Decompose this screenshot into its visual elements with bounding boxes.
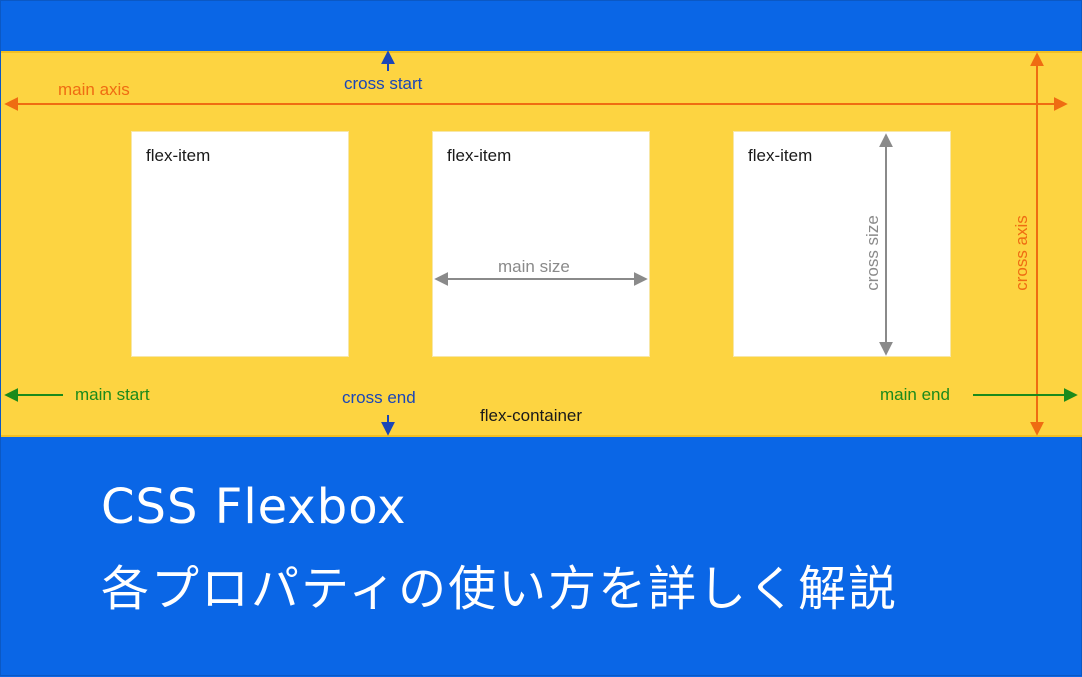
flex-container-label: flex-container (480, 406, 583, 425)
cross-size-label: cross size (863, 215, 882, 291)
flex-item-box-3: flex-item (734, 132, 950, 356)
flex-item-label-1: flex-item (146, 146, 211, 165)
cross-start-label: cross start (344, 74, 423, 93)
flex-item-box-2: flex-item (433, 132, 649, 356)
main-size-label: main size (498, 257, 570, 276)
page-title: CSS Flexbox (101, 479, 407, 535)
main-end-label: main end (880, 385, 950, 404)
page-subtitle: 各プロパティの使い方を詳しく解説 (101, 561, 899, 617)
main-start-label: main start (75, 385, 150, 404)
flex-item-label-3: flex-item (748, 146, 813, 165)
flex-item-box-1: flex-item (132, 132, 348, 356)
main-axis-label: main axis (58, 80, 130, 99)
cross-axis-label: cross axis (1012, 215, 1031, 291)
flex-item-label-2: flex-item (447, 146, 512, 165)
cross-end-label: cross end (342, 388, 416, 407)
